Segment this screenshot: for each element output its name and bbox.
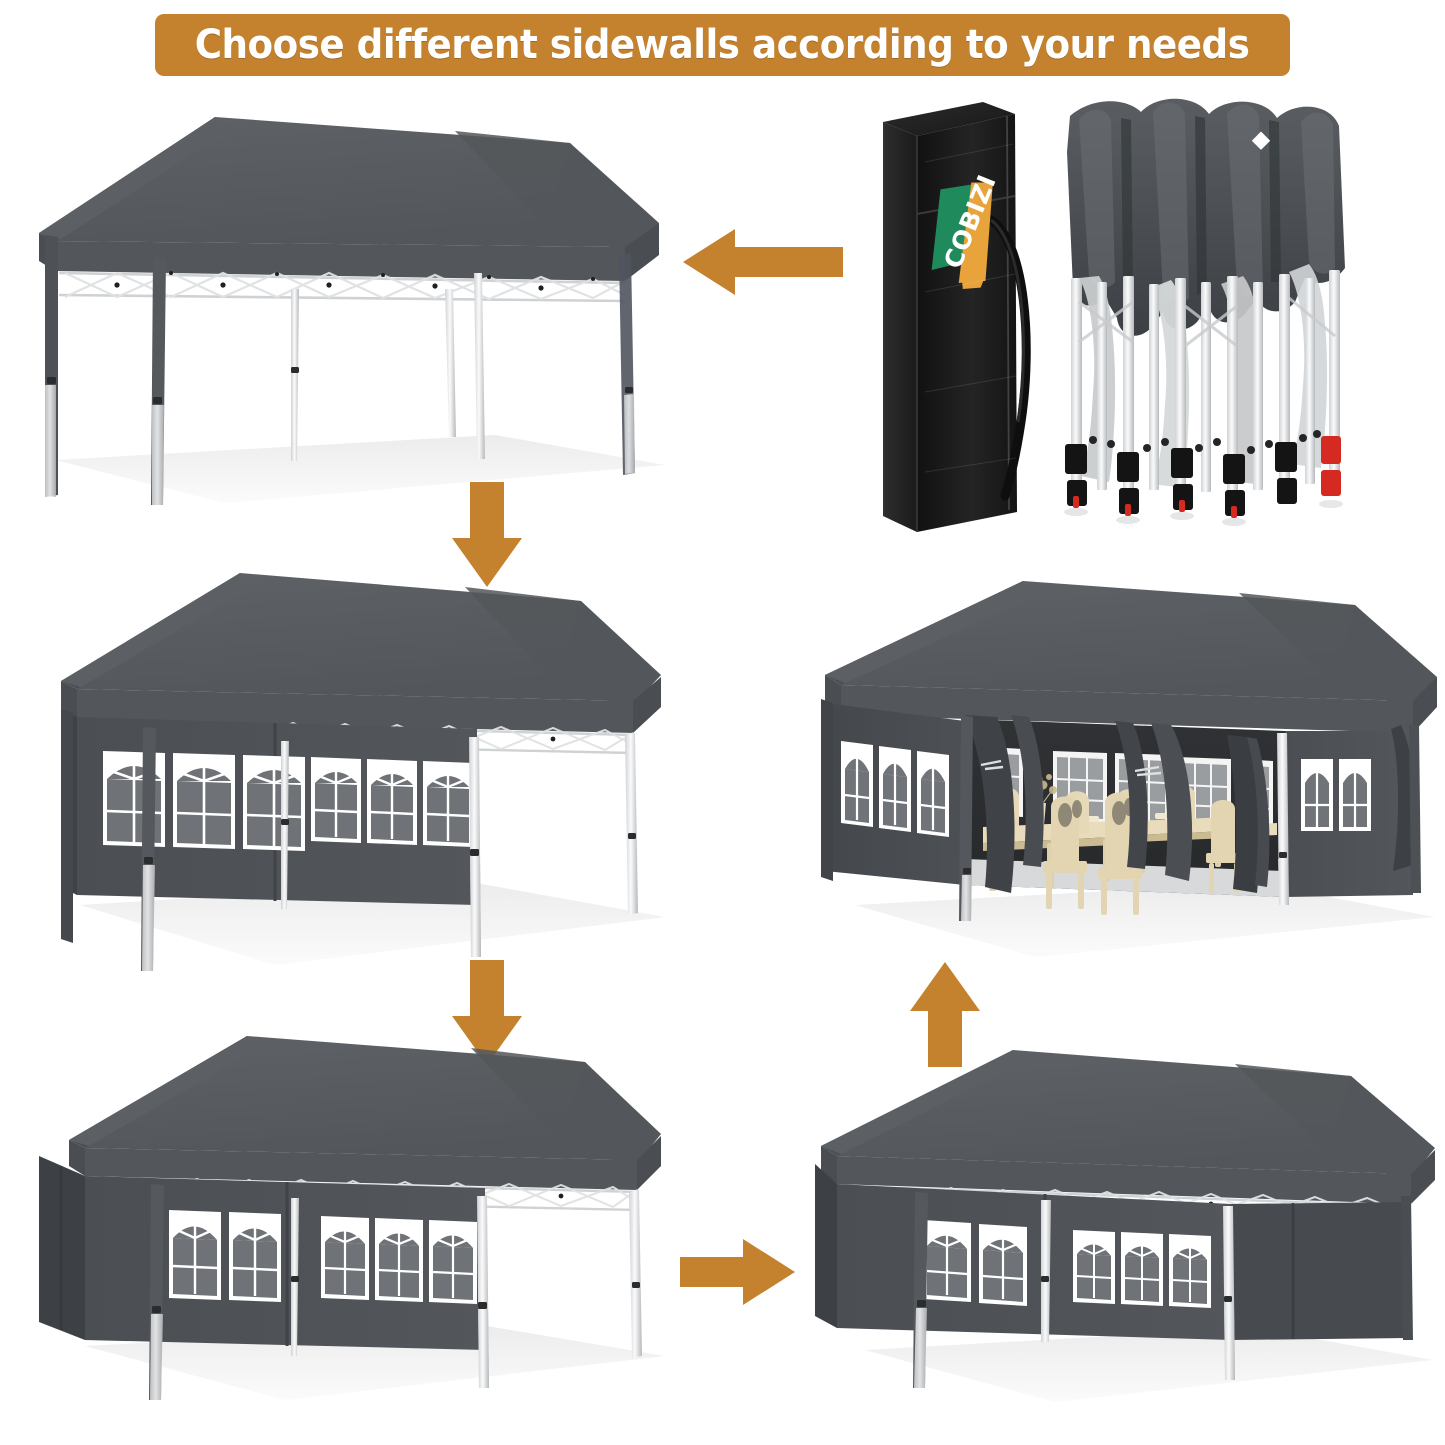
folded-canopy-frame [1064, 98, 1345, 526]
canopy-one-sidewall [25, 565, 665, 990]
end-wall-windows [841, 741, 949, 837]
canopy-two-sidewalls [25, 1028, 665, 1423]
arrow-top-left [683, 225, 843, 300]
sidewall-window-group [169, 1210, 281, 1302]
sidewall-window-group [1073, 1230, 1211, 1308]
right-end-wall-windows [1301, 759, 1371, 831]
arrow-upper-down [448, 482, 526, 587]
packed-carry-bag-and-folded-frame: COBIZI [865, 92, 1365, 552]
arrow-lower-down [448, 960, 526, 1065]
sidewall-window-group [311, 757, 473, 847]
header-banner: Choose different sidewalls according to … [155, 14, 1290, 76]
page-title: Choose different sidewalls according to … [195, 22, 1250, 68]
arrow-right-up [906, 962, 984, 1067]
canopy-three-sidewalls [815, 1040, 1445, 1420]
arrow-bottom-right [680, 1235, 795, 1310]
sidewall-window-group [103, 751, 305, 851]
canopy-no-sidewalls [25, 105, 665, 515]
sidewall-window-group [923, 1220, 1027, 1306]
sidewall-window-group [321, 1216, 477, 1304]
carry-bag: COBIZI [883, 102, 1031, 532]
canopy-four-sidewalls-furnished [815, 575, 1445, 975]
front-curtain-bundles [965, 715, 1270, 893]
